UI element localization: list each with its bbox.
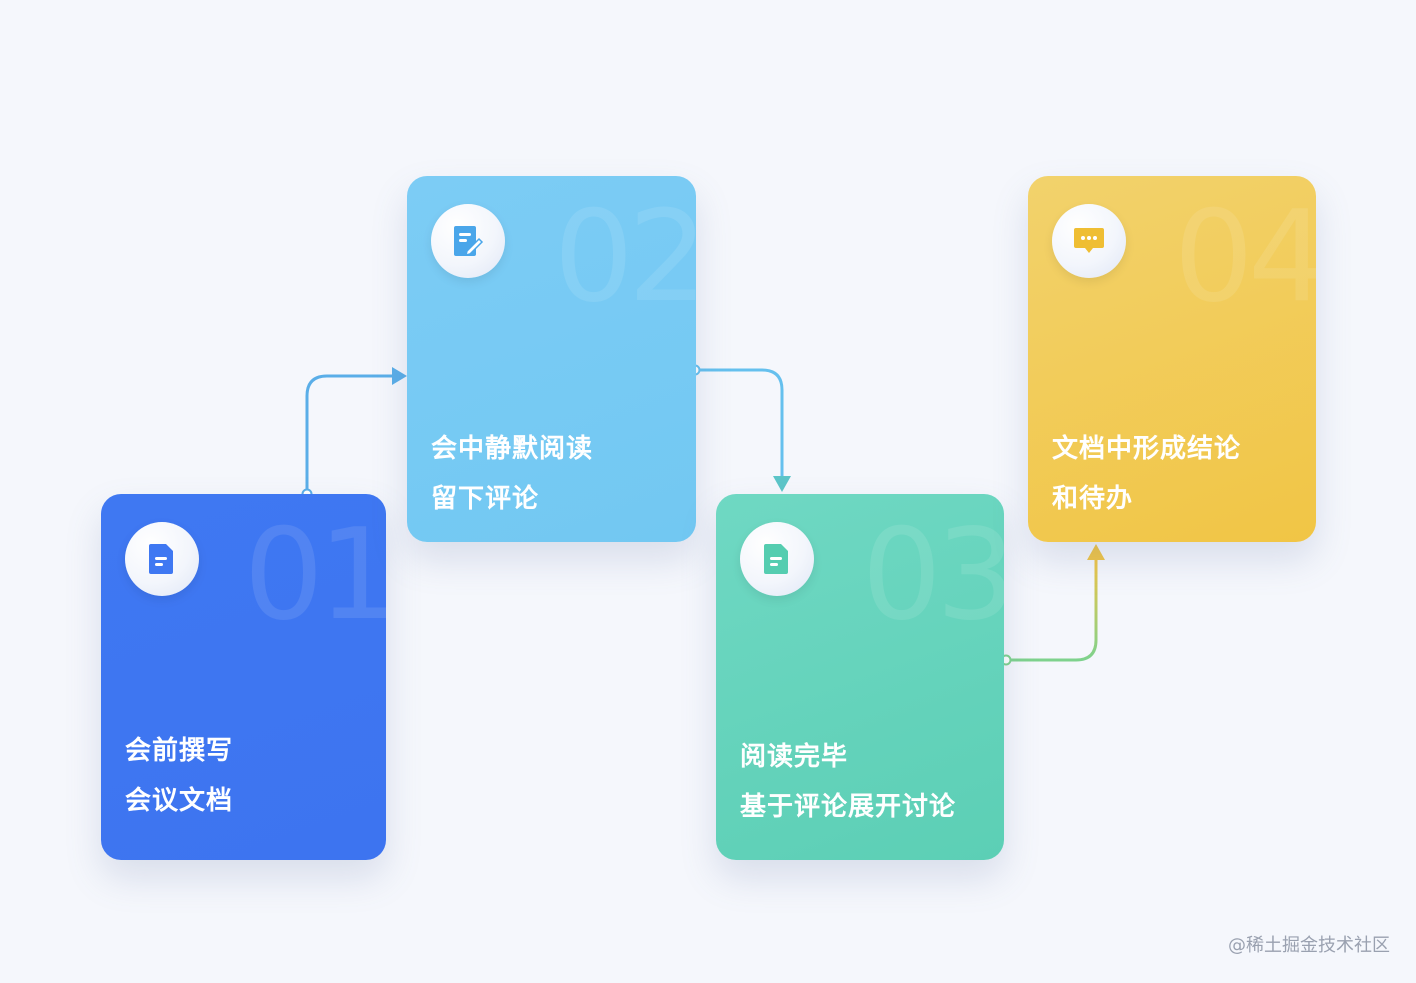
edit-document-icon bbox=[431, 204, 505, 278]
connector-1-to-2-arrow bbox=[392, 367, 407, 385]
step-label-line-1: 文档中形成结论 bbox=[1052, 434, 1242, 464]
document-icon bbox=[125, 522, 199, 596]
step-number: 03 bbox=[861, 501, 1004, 648]
step-label: 会前撰写 会议文档 bbox=[125, 726, 233, 826]
step-label-line-1: 阅读完毕 bbox=[740, 742, 849, 772]
step-card-2: 02 会中静默阅读 留下评论 bbox=[407, 176, 696, 542]
step-label-line-1: 会前撰写 bbox=[125, 736, 234, 766]
step-label-line-2: 基于评论展开讨论 bbox=[740, 792, 957, 822]
step-number: 02 bbox=[553, 183, 696, 330]
step-label: 阅读完毕 基于评论展开讨论 bbox=[740, 732, 956, 832]
step-label-line-1: 会中静默阅读 bbox=[431, 434, 594, 464]
step-label-line-2: 会议文档 bbox=[125, 786, 234, 816]
step-label-line-2: 和待办 bbox=[1052, 484, 1134, 514]
connector-2-to-3 bbox=[695, 368, 784, 476]
connector-3-to-4-arrow bbox=[1087, 544, 1105, 560]
step-label: 文档中形成结论 和待办 bbox=[1052, 424, 1241, 524]
connector-2-to-3-arrow bbox=[773, 476, 791, 492]
step-label: 会中静默阅读 留下评论 bbox=[431, 424, 593, 524]
connector-3-to-4 bbox=[1006, 560, 1098, 662]
comment-icon bbox=[1052, 204, 1126, 278]
step-number: 04 bbox=[1173, 183, 1316, 330]
step-label-line-2: 留下评论 bbox=[431, 484, 540, 514]
watermark: @稀土掘金技术社区 bbox=[1228, 935, 1390, 956]
connector-1-to-2 bbox=[305, 374, 392, 494]
step-card-1: 01 会前撰写 会议文档 bbox=[101, 494, 386, 860]
step-card-3: 03 阅读完毕 基于评论展开讨论 bbox=[716, 494, 1004, 860]
step-card-4: 04 文档中形成结论 和待办 bbox=[1028, 176, 1316, 542]
document-icon bbox=[740, 522, 814, 596]
step-number: 01 bbox=[243, 501, 386, 648]
